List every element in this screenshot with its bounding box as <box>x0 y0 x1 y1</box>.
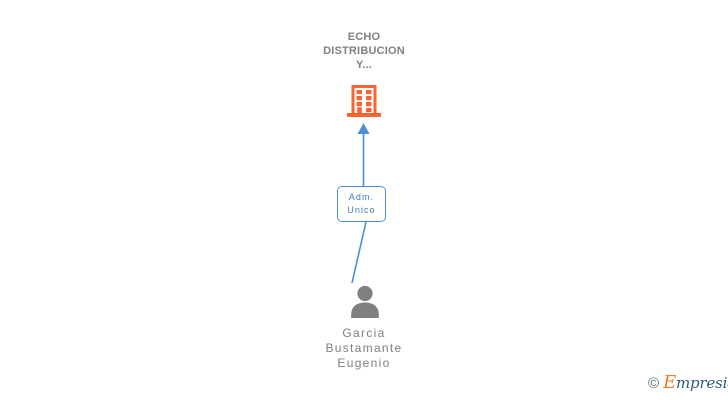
brand-logo: Empresia <box>663 374 728 392</box>
company-name-line-1: ECHO <box>347 31 381 43</box>
building-icon[interactable] <box>347 85 381 117</box>
relation-label-line-1: Adm. <box>348 192 375 202</box>
watermark: © Empresia <box>648 374 728 392</box>
brand-initial: E <box>663 372 677 393</box>
relation-label-line-2: Unico <box>347 205 376 215</box>
person-icon[interactable] <box>348 284 382 318</box>
person-name-label: Garcia Bustamante Eugenio <box>292 326 436 371</box>
company-name-line-3: Y... <box>355 59 373 71</box>
copyright-icon: © <box>648 374 660 392</box>
relation-label-adm-unico[interactable]: Adm. Unico <box>337 186 386 222</box>
person-name-line-1: Garcia <box>342 326 386 340</box>
person-name-line-2: Bustamante <box>325 341 403 355</box>
company-name-line-2: DISTRIBUCION <box>323 45 405 57</box>
company-name-label: ECHO DISTRIBUCION Y... <box>284 30 444 72</box>
brand-rest: mpresia <box>676 374 728 392</box>
person-name-line-3: Eugenio <box>337 356 391 370</box>
